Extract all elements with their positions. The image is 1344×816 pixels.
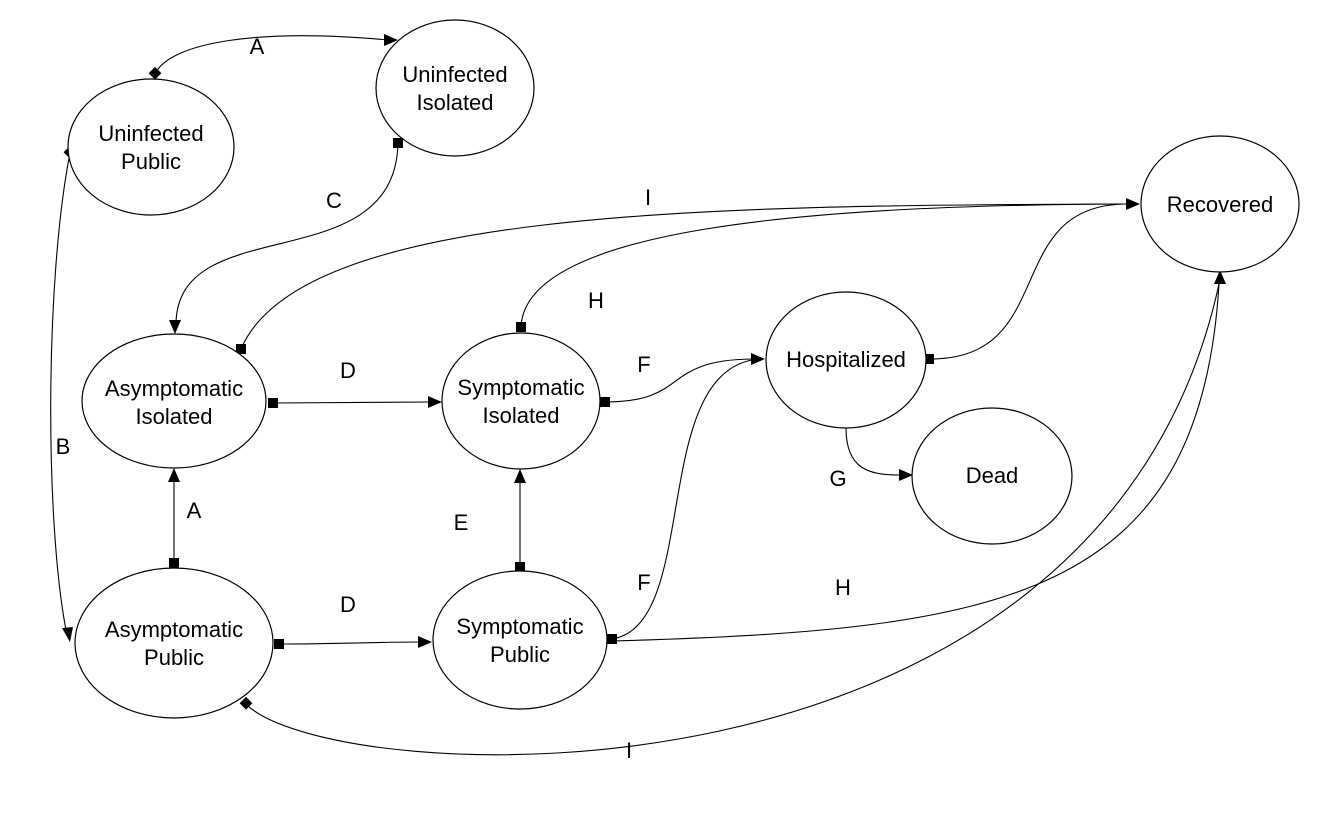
- arrowhead: [384, 34, 398, 46]
- edge-i-asymptomatic-public-to-recovered: I: [239, 283, 1220, 763]
- edge-hospitalized-to-recovered: [924, 203, 1127, 364]
- edge-d-asymptomatic-public-to-symptomatic-public: D: [274, 592, 432, 649]
- square-tail: [607, 634, 617, 644]
- node-label: Hospitalized: [786, 347, 906, 372]
- edge-h-symptomatic-isolated-to-recovered: H: [516, 203, 1127, 332]
- square-tail: [393, 138, 403, 148]
- edge-b-uninfected-public-to-asymptomatic-public: B: [50, 145, 77, 642]
- edge-label: D: [340, 358, 356, 383]
- edge-label: F: [637, 570, 650, 595]
- edge-label: H: [588, 288, 604, 313]
- node-asymptomatic-public: Asymptomatic Public: [74, 567, 274, 719]
- arrowhead: [418, 636, 432, 648]
- nodes: Uninfected Public Uninfected Isolated As…: [67, 19, 1300, 719]
- square-tail: [600, 397, 610, 407]
- node-symptomatic-isolated: Symptomatic Isolated: [441, 332, 601, 470]
- edge-label: F: [637, 352, 650, 377]
- arrowhead: [899, 469, 913, 481]
- arrowhead: [1214, 270, 1226, 284]
- square-tail: [924, 354, 934, 364]
- arrowhead: [168, 468, 180, 482]
- edge-c-uninfected-isolated-to-asymptomatic-isolated: C: [169, 138, 403, 334]
- edge-a-asymptomatic-public-to-asymptomatic-isolated: A: [168, 468, 202, 568]
- edge-e-symptomatic-public-to-symptomatic-isolated: E: [454, 469, 526, 572]
- node-label-line1: Asymptomatic: [105, 376, 243, 401]
- node-recovered: Recovered: [1140, 135, 1300, 273]
- square-tail: [169, 558, 179, 568]
- edges: A B C I H: [50, 34, 1226, 763]
- arrowhead: [1126, 198, 1140, 210]
- node-label-line2: Isolated: [416, 90, 493, 115]
- square-tail: [274, 639, 284, 649]
- node-label: Recovered: [1167, 192, 1273, 217]
- edge-label: A: [187, 498, 202, 523]
- node-label-line2: Isolated: [482, 403, 559, 428]
- edge-g-hospitalized-to-dead: G: [829, 427, 913, 491]
- arrowhead: [751, 353, 765, 365]
- diamond-tail: [148, 66, 162, 80]
- edge-f-symptomatic-isolated-to-hospitalized: F: [600, 352, 765, 407]
- node-label-line2: Public: [121, 149, 181, 174]
- edge-d-asymptomatic-isolated-to-symptomatic-isolated: D: [268, 358, 442, 408]
- node-symptomatic-public: Symptomatic Public: [432, 570, 608, 710]
- arrowhead: [514, 469, 526, 483]
- edge-label: B: [56, 434, 71, 459]
- node-asymptomatic-isolated: Asymptomatic Isolated: [81, 333, 267, 469]
- square-tail: [268, 398, 278, 408]
- node-label-line1: Symptomatic: [457, 375, 584, 400]
- node-hospitalized: Hospitalized: [765, 291, 927, 429]
- node-dead: Dead: [911, 407, 1073, 545]
- square-tail: [515, 562, 525, 572]
- arrowhead: [62, 627, 73, 642]
- edge-label: I: [626, 738, 632, 763]
- node-label-line2: Public: [144, 645, 204, 670]
- node-label-line2: Isolated: [135, 404, 212, 429]
- node-uninfected-public: Uninfected Public: [67, 78, 235, 216]
- edge-label: E: [454, 510, 469, 535]
- edge-f-symptomatic-public-to-hospitalized: F: [607, 359, 753, 644]
- diamond-tail: [239, 696, 253, 710]
- edge-label: H: [835, 575, 851, 600]
- edge-label: D: [340, 592, 356, 617]
- square-tail: [236, 344, 246, 354]
- arrowhead: [169, 320, 181, 334]
- edge-h-symptomatic-public-to-recovered: H: [611, 270, 1226, 642]
- edge-label: A: [250, 34, 265, 59]
- edge-label: G: [829, 466, 846, 491]
- node-label-line1: Asymptomatic: [105, 617, 243, 642]
- node-label-line1: Uninfected: [402, 62, 507, 87]
- edge-label: C: [326, 188, 342, 213]
- node-label-line1: Uninfected: [98, 121, 203, 146]
- square-tail: [516, 322, 526, 332]
- edge-label: I: [645, 185, 651, 210]
- arrowhead: [428, 396, 442, 408]
- node-label-line2: Public: [490, 642, 550, 667]
- edge-a-uninfected-public-to-uninfected-isolated: A: [148, 34, 398, 80]
- edge-i-asymptomatic-isolated-to-recovered: I: [236, 185, 1140, 354]
- node-label-line1: Symptomatic: [456, 614, 583, 639]
- node-label: Dead: [966, 463, 1019, 488]
- node-uninfected-isolated: Uninfected Isolated: [375, 19, 535, 157]
